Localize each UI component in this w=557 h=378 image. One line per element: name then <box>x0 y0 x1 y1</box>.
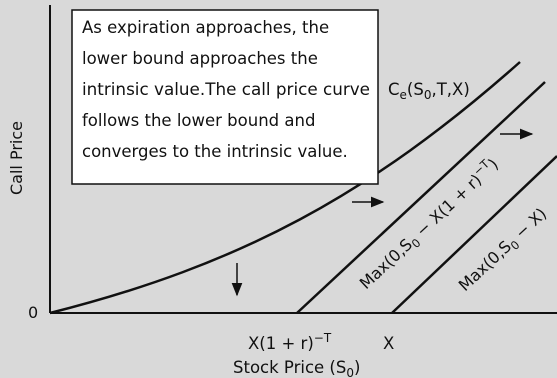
origin-label: 0 <box>28 303 38 322</box>
call-price-curve <box>49 61 521 315</box>
note-box <box>71 9 379 185</box>
call-curve-label: Ce(S0,T,X) <box>388 80 470 102</box>
intrinsic-value-line <box>391 155 557 314</box>
x-axis-label: Stock Price (S0) <box>233 358 360 378</box>
note-line: As expiration approaches, the <box>82 18 329 37</box>
intrinsic-value-label: Max(0,S0 − X) <box>455 204 553 297</box>
tick-present-value: X(1 + r)−T <box>248 331 332 353</box>
tick-strike: X <box>383 334 394 353</box>
note-line: converges to the intrinsic value. <box>82 142 348 161</box>
note-line: follows the lower bound and <box>82 111 315 130</box>
note-line: lower bound approaches the <box>82 49 318 68</box>
y-axis-label: Call Price <box>7 121 26 195</box>
note-line: intrinsic value.The call price curve <box>82 80 370 99</box>
lower-bound-line <box>296 81 546 314</box>
